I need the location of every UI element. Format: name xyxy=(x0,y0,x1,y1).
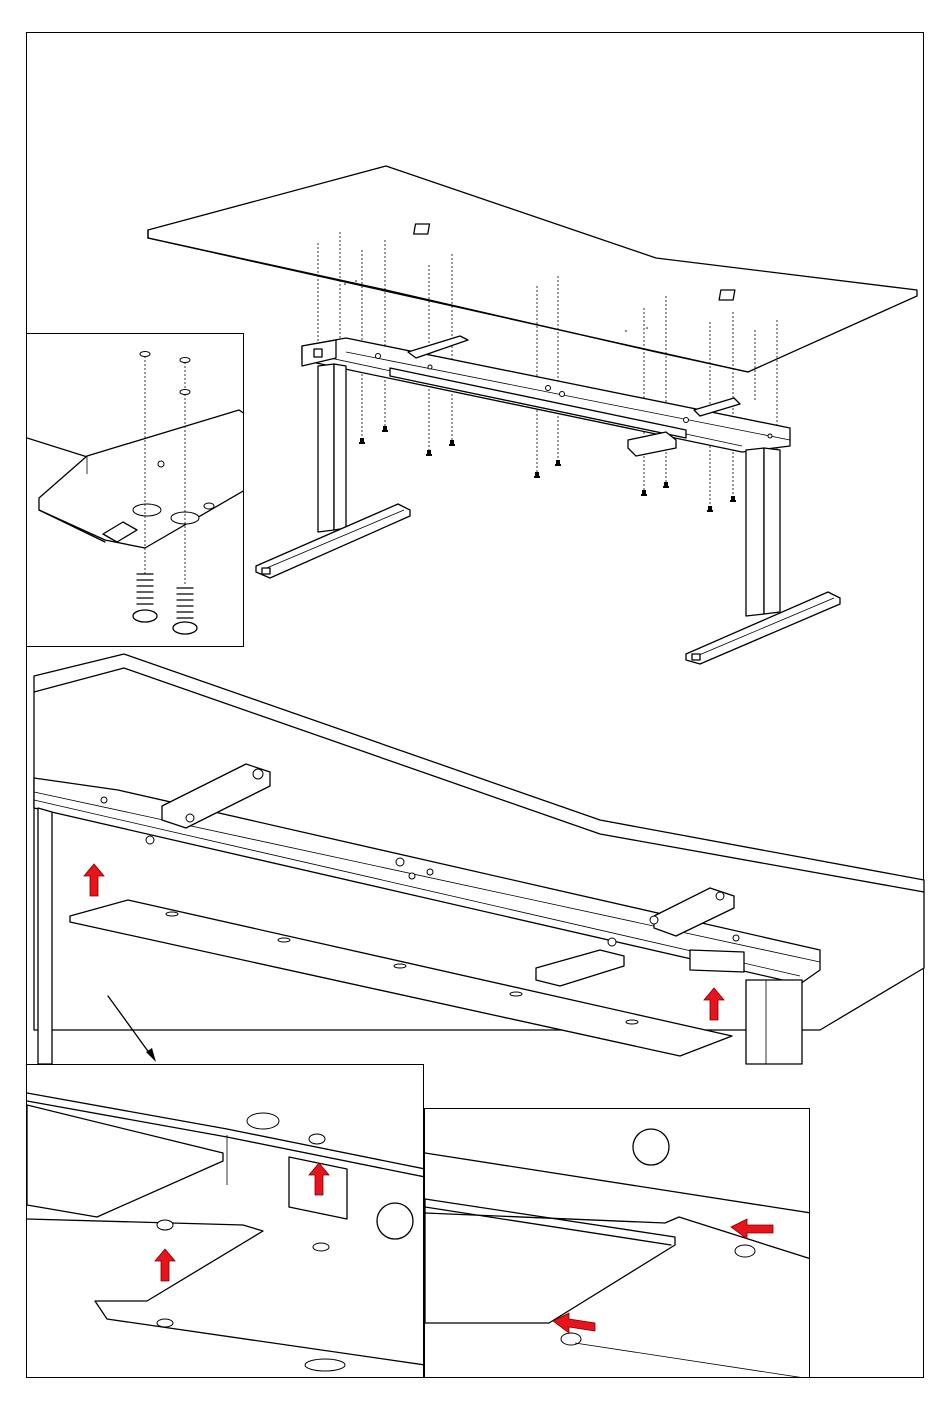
desk-frame-top xyxy=(302,336,790,616)
inset-cable-tray-hook xyxy=(26,1064,424,1378)
inset-slide-svg xyxy=(425,1109,810,1378)
inset-tray-slide xyxy=(424,1108,810,1378)
inset-screw-svg xyxy=(27,334,244,647)
inset-hook-svg xyxy=(27,1065,424,1378)
tabletop xyxy=(148,166,917,372)
screw-right xyxy=(173,588,197,634)
up-arrow-tray xyxy=(155,1249,175,1281)
inset-screw-detail xyxy=(26,333,244,647)
screw-left xyxy=(133,574,157,622)
